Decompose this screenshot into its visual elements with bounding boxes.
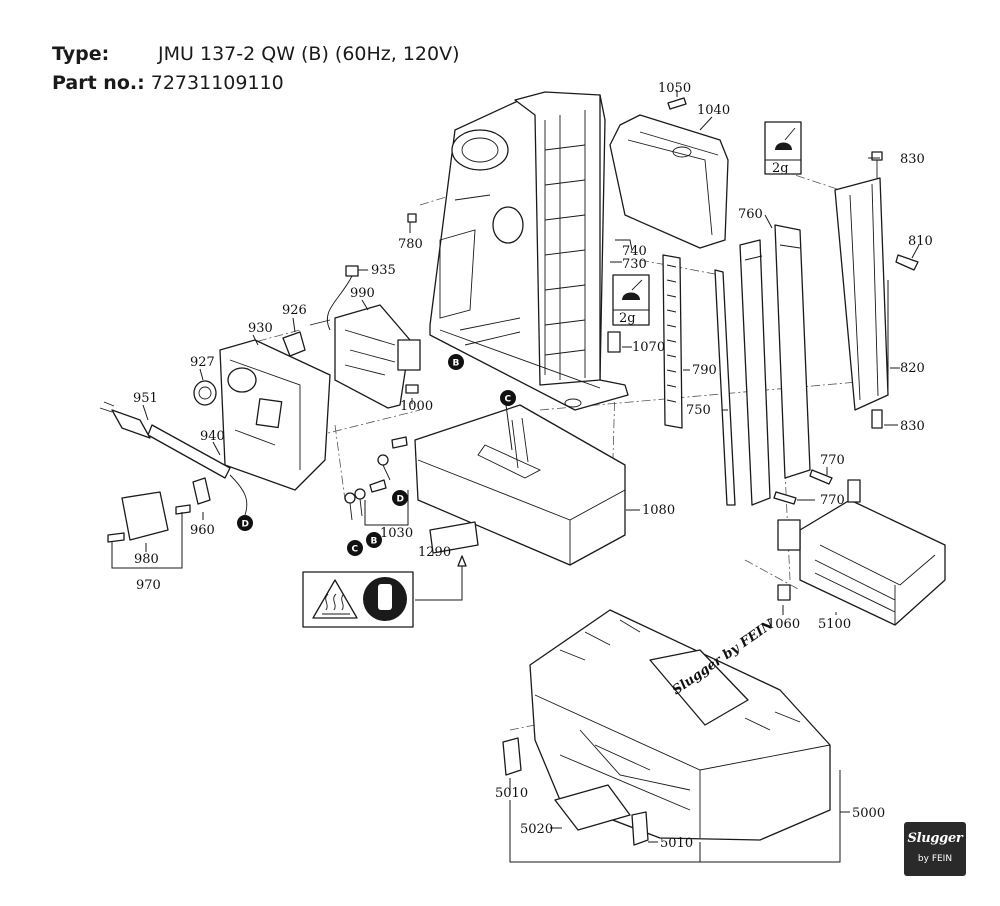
rack-790 — [662, 254, 683, 429]
callout-1030: 1030 — [380, 526, 413, 541]
strain-relief-960 — [192, 477, 211, 505]
callout-1290: 1290 — [418, 545, 451, 560]
callout-750: 750 — [686, 403, 711, 418]
callout-926: 926 — [282, 303, 307, 318]
callout-5000: 5000 — [852, 806, 885, 821]
magnet-foot-1080 — [414, 404, 626, 566]
part-number-value: 72731109110 — [150, 72, 284, 94]
marker-c-lower: C — [352, 545, 359, 555]
callout-830-top: 830 — [900, 152, 925, 167]
cable-lugs-1030 — [344, 454, 391, 521]
brand-logo-icon: Slugger by FEIN — [904, 822, 966, 876]
marker-d-left: D — [242, 520, 249, 530]
callout-960: 960 — [190, 523, 215, 538]
latch-5010-right — [631, 811, 649, 846]
callout-990: 990 — [350, 286, 375, 301]
type-label: Type: — [52, 43, 110, 65]
callout-1000: 1000 — [400, 399, 433, 414]
part-number-label: Part no.: — [52, 72, 145, 94]
type-row: Type: JMU 137-2 QW (B) (60Hz, 120V) — [52, 40, 460, 69]
insert-sheet-5020 — [554, 784, 631, 831]
callout-951: 951 — [133, 391, 158, 406]
callout-5100: 5100 — [818, 617, 851, 632]
grease-symbol-upper: 2g — [764, 121, 802, 176]
callout-730: 730 — [622, 257, 647, 272]
strip-750 — [714, 269, 736, 506]
callout-1070: 1070 — [632, 340, 665, 355]
callout-numbers: 1050 1040 830 810 820 830 760 780 740 73… — [133, 81, 933, 851]
grease-icon — [622, 292, 640, 300]
callout-830-bottom: 830 — [900, 419, 925, 434]
callout-927: 927 — [190, 355, 215, 370]
callout-980: 980 — [134, 552, 159, 567]
callout-780: 780 — [398, 237, 423, 252]
callout-810: 810 — [908, 234, 933, 249]
marker-b-lower: B — [371, 537, 378, 547]
callout-820: 820 — [900, 361, 925, 376]
callout-1050: 1050 — [658, 81, 691, 96]
connection-markers: B C D D B C — [237, 354, 516, 556]
marker-c-upper: C — [505, 395, 512, 405]
grease-amount-lower: 2g — [619, 311, 636, 326]
callout-5010-right: 5010 — [660, 836, 693, 851]
callout-935: 935 — [371, 263, 396, 278]
grease-symbol-lower: 2g — [612, 274, 650, 326]
marker-b-upper: B — [453, 359, 460, 369]
part-number-row: Part no.: 72731109110 — [52, 69, 460, 98]
screws — [107, 97, 919, 601]
callout-5020: 5020 — [520, 822, 553, 837]
callout-790: 790 — [692, 363, 717, 378]
callout-1080: 1080 — [642, 503, 675, 518]
grease-icon — [775, 142, 792, 150]
callout-770-bottom: 770 — [820, 493, 845, 508]
callout-930: 930 — [248, 321, 273, 336]
callout-940: 940 — [200, 429, 225, 444]
brand-name: Slugger — [907, 831, 963, 846]
type-value: JMU 137-2 QW (B) (60Hz, 120V) — [158, 43, 460, 65]
side-profile-820 — [834, 177, 889, 411]
marker-d-right: D — [397, 495, 404, 505]
label-1290 — [415, 521, 479, 601]
leader-lines — [111, 90, 920, 863]
callout-970: 970 — [136, 578, 161, 593]
latch-5010-left — [502, 737, 522, 776]
housing-cover-1040 — [609, 114, 729, 249]
electronics-board-990 — [282, 265, 421, 409]
callout-1040: 1040 — [697, 103, 730, 118]
brand-sub: by FEIN — [917, 854, 953, 864]
warning-label-panel — [302, 571, 414, 628]
document-header: Type: JMU 137-2 QW (B) (60Hz, 120V) Part… — [52, 40, 460, 98]
callout-5010-left: 5010 — [495, 786, 528, 801]
cover-plate-980 — [121, 491, 169, 541]
power-cable-940 — [99, 401, 248, 516]
drill-stand-frame — [429, 91, 629, 411]
callout-1060: 1060 — [767, 617, 800, 632]
guide-rail-760 — [739, 224, 811, 506]
chip-guard-5100 — [777, 479, 946, 626]
grease-amount-upper: 2g — [772, 161, 789, 176]
callout-770-top: 770 — [820, 453, 845, 468]
callout-760: 760 — [738, 207, 763, 222]
hot-surface-warning-icon — [312, 579, 358, 619]
callout-740: 740 — [622, 244, 647, 259]
